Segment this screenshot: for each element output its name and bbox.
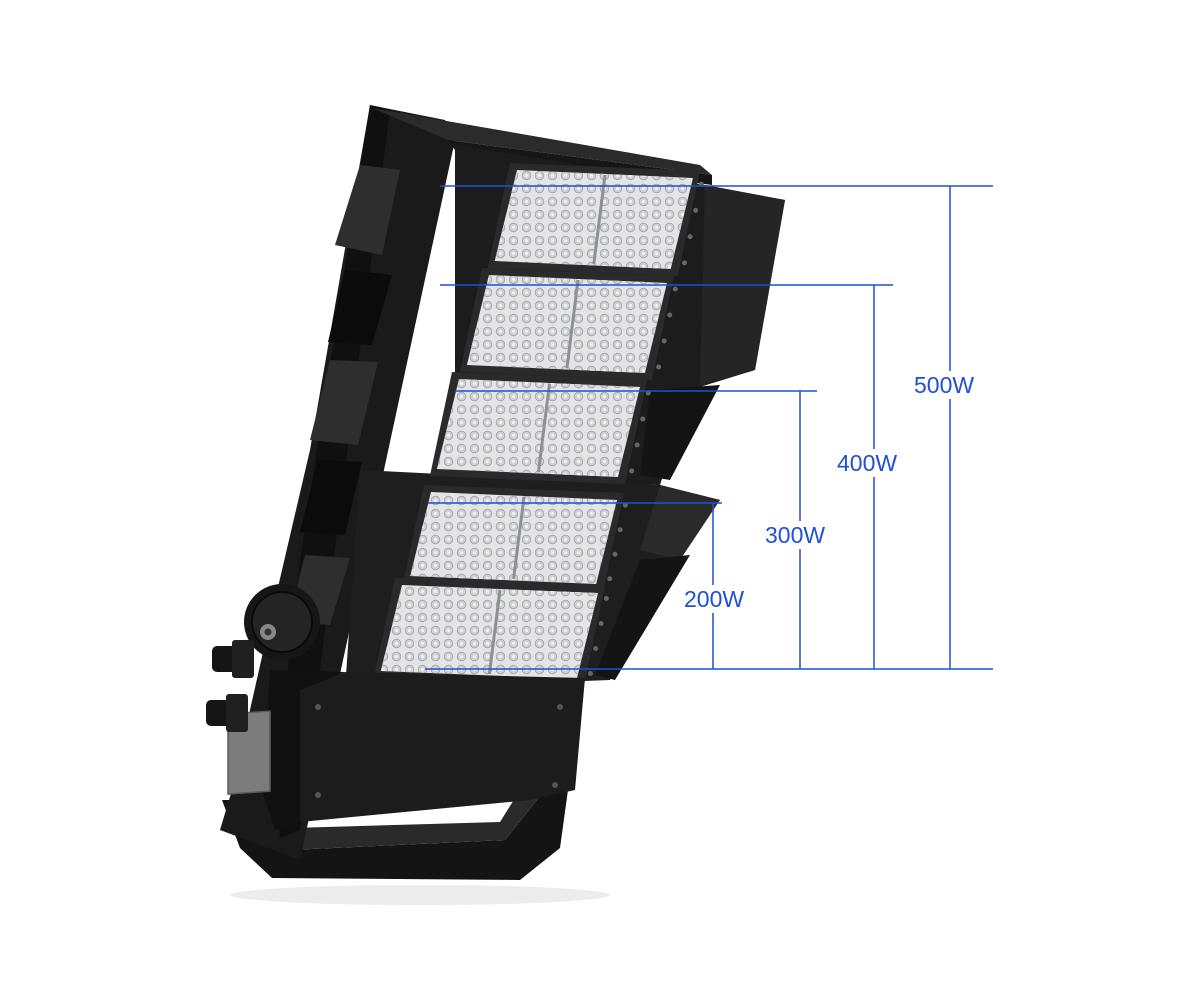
label-400w: 400W	[837, 449, 898, 477]
mounting-bracket	[222, 790, 568, 880]
driver-box	[262, 670, 585, 830]
led-modules	[373, 163, 704, 686]
dimension-400w	[440, 284, 893, 669]
dimension-500w	[440, 185, 993, 669]
led-module-1	[487, 163, 704, 276]
ground-shadow	[230, 885, 610, 905]
led-module-5	[373, 578, 609, 686]
angle-dial	[244, 584, 320, 660]
top-cap	[372, 108, 712, 175]
led-module-3	[429, 372, 651, 484]
label-300w: 300W	[765, 521, 826, 549]
label-200w: 200W	[684, 585, 745, 613]
led-module-4	[403, 485, 628, 591]
led-module-2	[459, 268, 678, 380]
cable-glands	[206, 640, 254, 732]
label-500w: 500W	[914, 371, 975, 399]
